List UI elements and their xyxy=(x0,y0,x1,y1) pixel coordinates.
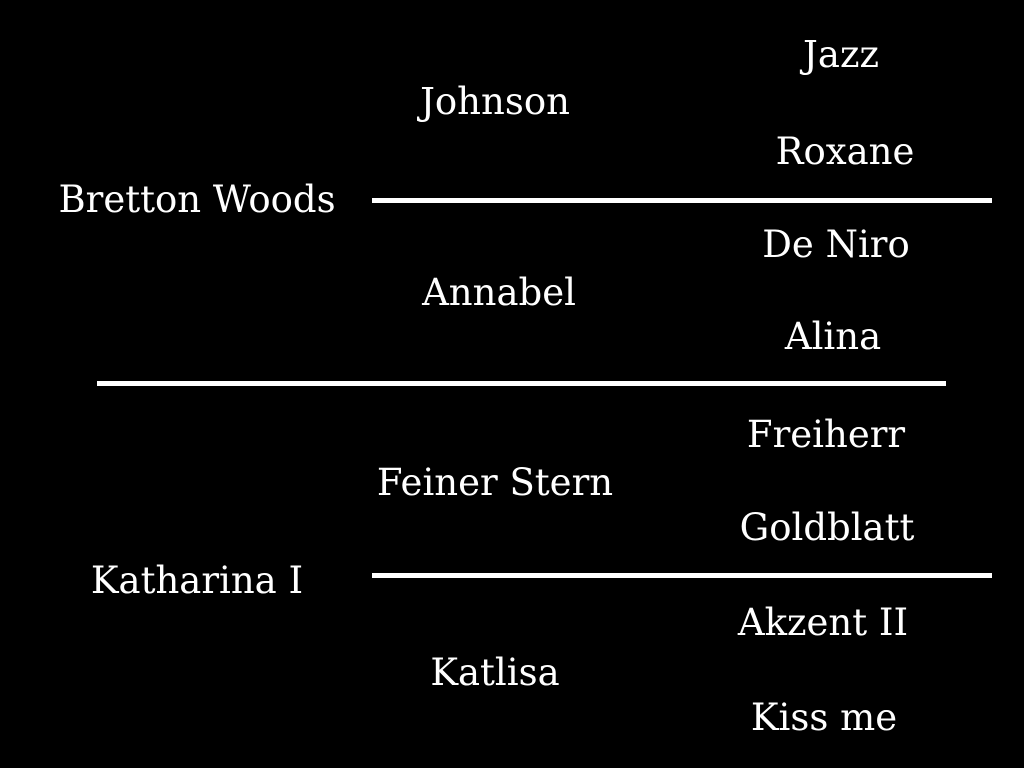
dam-sire-sire-name: Freiherr xyxy=(746,413,906,456)
divider-line-dam xyxy=(372,573,992,578)
sire-name: Bretton Woods xyxy=(58,178,336,221)
sire-dam-dam-name: Alina xyxy=(784,315,882,358)
dam-name: Katharina I xyxy=(90,559,304,602)
sire-dam-name: Annabel xyxy=(422,271,576,314)
dam-sire-dam-name: Goldblatt xyxy=(739,506,915,549)
divider-line-main xyxy=(97,381,946,386)
dam-dam-name: Katlisa xyxy=(430,651,560,694)
sire-sire-name: Johnson xyxy=(420,80,570,123)
sire-dam-sire-name: De Niro xyxy=(762,223,910,266)
dam-dam-sire-name: Akzent II xyxy=(737,601,909,644)
sire-sire-sire-name: Jazz xyxy=(803,33,879,76)
dam-dam-dam-name: Kiss me xyxy=(750,696,898,739)
dam-sire-name: Feiner Stern xyxy=(376,461,614,504)
divider-line-sire xyxy=(372,198,992,203)
sire-sire-dam-name: Roxane xyxy=(775,130,915,173)
